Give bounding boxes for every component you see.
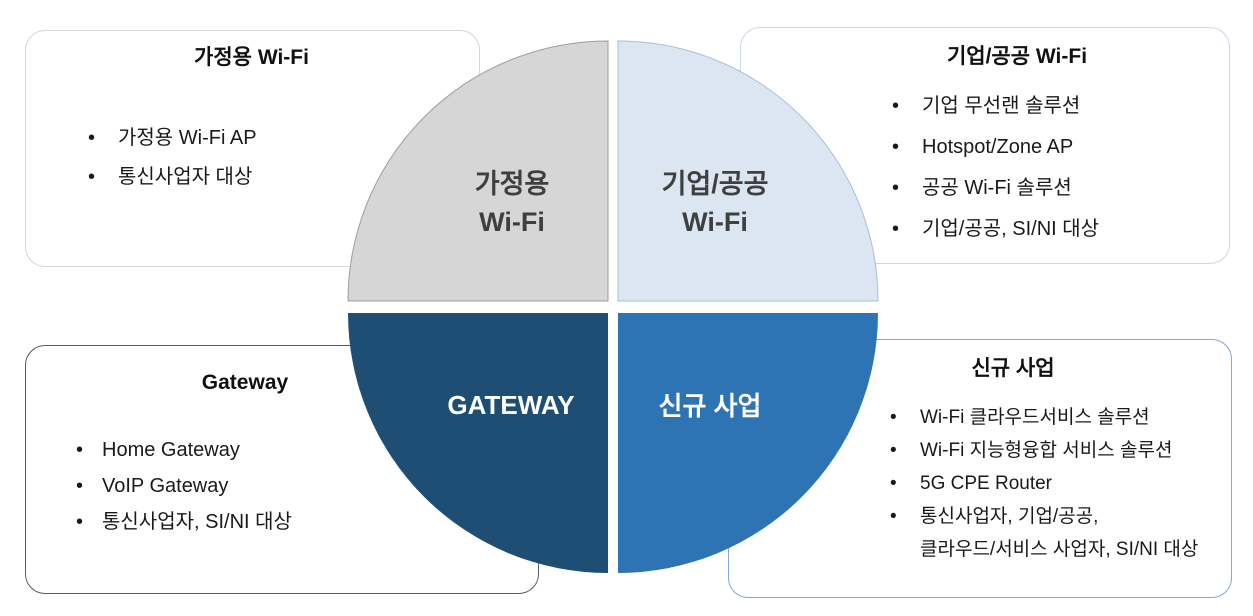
box-title-gateway: Gateway [201,371,289,394]
box-title-enterprise-wifi: 기업/공공 Wi-Fi [946,45,1088,68]
box-title-new-business: 신규 사업 [971,357,1055,380]
list-item-continuation: 클라우드/서비스 사업자, SI/NI 대상 [920,539,1199,560]
list-item: 기업/공공, SI/NI 대상 [890,217,1099,242]
list-item: Wi-Fi 지능형융합 서비스 솔루션 [888,439,1198,463]
list-item: Wi-Fi 클라우드서비스 솔루션 [888,406,1198,430]
list-item: 5G CPE Router [888,472,1198,496]
enterprise-wifi-list: 기업 무선랜 솔루션 Hotspot/Zone AP 공공 Wi-Fi 솔루션 … [890,94,1099,258]
list-item: 기업 무선랜 솔루션 [890,94,1099,119]
quadrant-label-new-business: 신규 사업 [658,391,762,421]
list-item: Hotspot/Zone AP [890,135,1099,160]
quadrant-new-business-shape [618,313,878,573]
quadrant-label-line: 가정용 [474,169,550,199]
quadrant-label-line: Wi-Fi [682,207,748,237]
quadrant-label-line: Wi-Fi [479,207,545,237]
gateway-list: Home Gateway VoIP Gateway 통신사업자, SI/NI 대… [74,438,292,546]
list-item: VoIP Gateway [74,474,292,499]
list-item: 가정용 Wi-Fi AP [86,126,257,151]
box-title-home-wifi: 가정용 Wi-Fi [194,46,309,69]
list-item: 공공 Wi-Fi 솔루션 [890,176,1099,201]
list-item: 통신사업자 대상 [86,165,257,190]
quadrant-label-home-wifi: 가정용 Wi-Fi [422,165,602,241]
quadrant-home-wifi-shape [347,40,609,302]
home-wifi-list: 가정용 Wi-Fi AP 통신사업자 대상 [86,126,257,204]
list-item: 통신사업자, SI/NI 대상 [74,510,292,535]
list-item: 통신사업자, 기업/공공, [888,505,1198,529]
quadrant-enterprise-wifi-shape [617,40,879,302]
list-item: Home Gateway [74,438,292,463]
quadrant-label-gateway: GATEWAY [447,390,575,420]
quadrant-label-line: 기업/공공 [661,169,769,199]
quadrant-label-enterprise-wifi: 기업/공공 Wi-Fi [625,165,805,241]
new-business-list: Wi-Fi 클라우드서비스 솔루션 Wi-Fi 지능형융합 서비스 솔루션 5G… [888,406,1198,571]
quadrant-gateway-shape [348,313,608,573]
